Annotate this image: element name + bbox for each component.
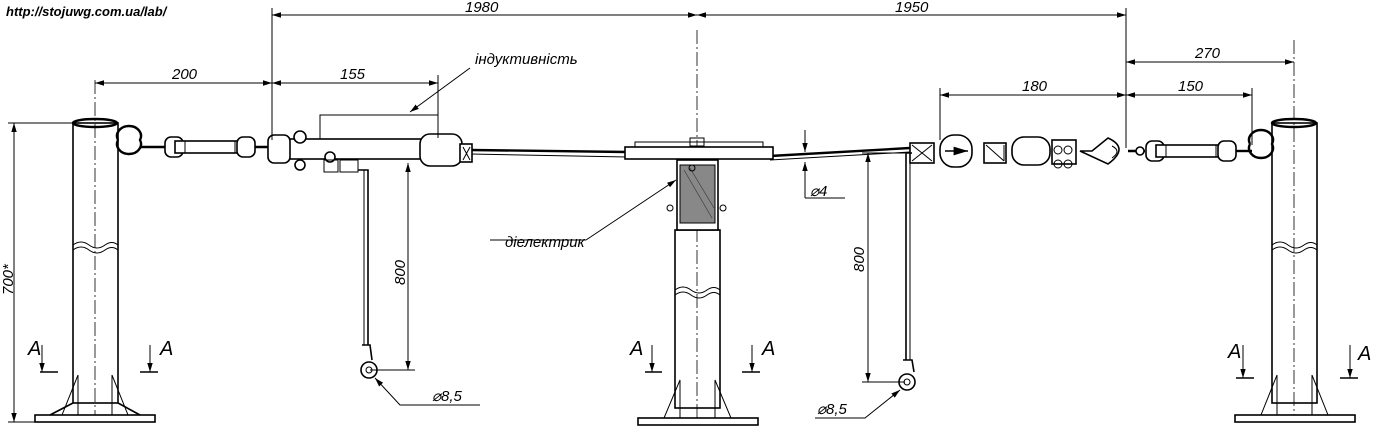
dim-800-left: 800	[392, 259, 409, 285]
section-a-3: A	[629, 338, 643, 360]
left-post	[34, 80, 156, 423]
right-post	[1234, 40, 1356, 423]
dim-diameter-8-5-left: ⌀8,5	[432, 388, 463, 405]
dim-200: 200	[171, 66, 198, 83]
section-a-1: A	[27, 338, 41, 360]
dielectric-block	[666, 159, 727, 231]
inductance-element	[267, 114, 473, 379]
left-turnbuckle	[115, 124, 278, 158]
section-a-6: A	[1357, 343, 1371, 365]
dim-155: 155	[340, 66, 366, 83]
dim-180: 180	[1022, 78, 1048, 95]
section-a-5: A	[1227, 341, 1241, 363]
right-hardware	[898, 134, 1145, 391]
label-inductance: індуктивність	[475, 51, 578, 68]
section-a-2: A	[159, 338, 173, 360]
label-dielectric: діелектрик	[505, 234, 586, 251]
dim-800-right: 800	[851, 246, 868, 272]
section-a-4: A	[761, 338, 775, 360]
dimension-lines	[8, 8, 1294, 423]
antenna-wire	[469, 137, 911, 161]
right-turnbuckle	[1145, 128, 1275, 162]
dim-1980: 1980	[465, 0, 499, 16]
dim-diameter-8-5-right: ⌀8,5	[817, 401, 848, 418]
dim-150: 150	[1178, 78, 1204, 95]
dim-270: 270	[1194, 45, 1221, 62]
section-marks	[39, 345, 1358, 379]
dim-1950: 1950	[895, 0, 929, 16]
dim-diameter-4: ⌀4	[810, 183, 827, 200]
dim-700: 700*	[0, 263, 17, 295]
source-url: http://stojuwg.com.ua/lab/	[6, 4, 167, 19]
